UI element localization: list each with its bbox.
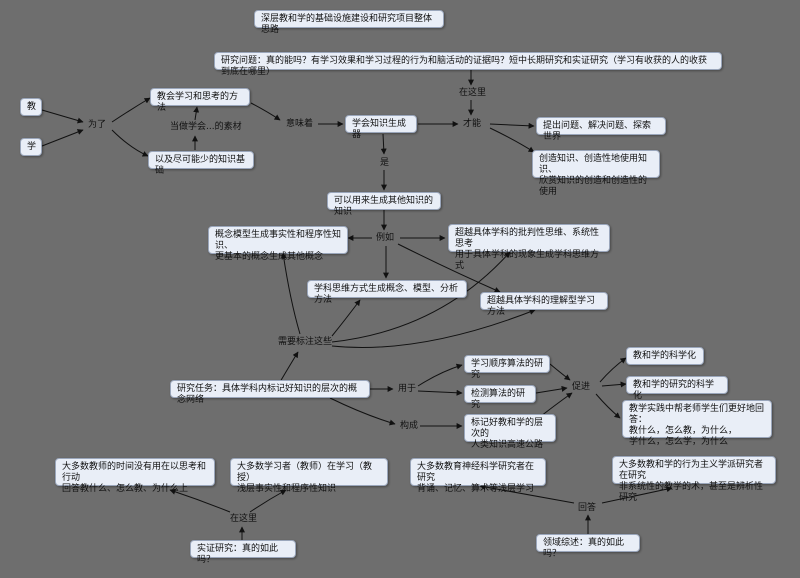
detection-algorithm-node[interactable]: 检测算法的研究 [464,385,536,410]
label-here-bottom: 在这里 [230,514,258,524]
discipline-thinking-node[interactable]: 学科思维方式生成概念、模型、分析方法 [307,280,467,305]
edge-task-goucheng [329,397,396,426]
edge-biaozhu-critical [331,251,511,343]
ask-questions-node[interactable]: 提出问题、解决问题、探索世界 [536,117,666,142]
marked-highway-node[interactable]: 标记好教和学的层次的 人类知识高速公路 [464,414,556,450]
label-can: 才能 [463,119,482,129]
edge-yongyu-detect [417,389,463,396]
edge-jiao-weile [41,109,84,124]
label-for-example: 例如 [376,233,395,243]
edge-generator-shi [380,133,387,155]
label-need-annotation: 需要标注这些 [278,337,333,347]
edge-sucai-methods [193,106,200,121]
edge-task-biaozhu [279,351,299,383]
edge-zaizheli-teachers [169,488,231,513]
research-task-node[interactable]: 研究任务：具体学科内标记好知识的层次的概念网络 [170,380,370,405]
practice-answer-node[interactable]: 教学实践中帮老师学生们更好地回答： 教什么，怎么教，为什么， 学什么，怎么学，为… [622,400,772,447]
edge-yongyu-sequence [417,363,463,387]
min-knowledge-node[interactable]: 以及尽可能少的知识基础 [148,151,254,176]
generate-other-knowledge-node[interactable]: 可以用来生成其他知识的知识 [327,192,441,217]
edge-detect-cujin [535,385,568,394]
label-is: 是 [380,158,390,168]
field-review-node[interactable]: 领域综述：真的如此吗？ [536,534,640,559]
edge-liru-understanding [397,243,501,293]
label-answer: 回答 [578,503,597,513]
empirical-research-node[interactable]: 实证研究：真的如此吗？ [190,540,296,565]
diagram-title: 深层教和学的基础设施建设和研究项目整体思路 [254,10,444,35]
edge-sequence-cujin [549,363,571,381]
label-means: 意味着 [286,119,314,129]
label-promotes: 促进 [572,382,591,392]
edge-caineng-ask [489,122,535,129]
teach-methods-node[interactable]: 教会学习和思考的方法 [150,88,250,113]
beyond-understanding-node[interactable]: 超越具体学科的理解型学习方法 [480,292,608,317]
beyond-critical-thinking-node[interactable]: 超越具体学科的批判性思维、系统性思考 用于具体学科的现象生成学科思维方式 [448,224,610,271]
science-of-teaching-node[interactable]: 教和学的科学化 [626,347,704,365]
learners-shallow-node[interactable]: 大多数学习者（教师）在学习（教授） 浅层事实性和程序性知识 [230,458,388,494]
edge-caineng-create [489,127,535,153]
label-here-top: 在这里 [459,88,487,98]
edge-cujin-research [601,381,627,388]
edge-zaizheli-learners [249,489,287,513]
label-as-material: 当做学会...的素材 [170,122,242,132]
edge-cujin-sci [599,357,627,383]
edge-methods-yiweizhe [250,102,281,121]
edge-huida-behavior [601,486,673,504]
sequence-algorithm-node[interactable]: 学习顺序算法的研究 [464,355,550,380]
label-constitutes: 构成 [400,421,419,431]
neuro-research-node[interactable]: 大多数教育神经科学研究者在研究 背诵、记忆、算术等浅层学习 [410,458,546,494]
science-of-research-node[interactable]: 教和学的研究的科学化 [626,376,728,401]
teachers-no-time-node[interactable]: 大多数教师的时间没有用在以思考和行动 回答教什么、怎么教、为什么上 [55,458,215,494]
edge-weile-methods [111,97,151,123]
behavior-research-node[interactable]: 大多数教和学的行为主义学派研究者在研究 非系统性的教学的术，甚至是辨析性研究 [612,456,776,503]
learn-node[interactable]: 学 [20,138,42,156]
teach-node[interactable]: 教 [20,98,42,116]
label-for: 为了 [88,120,107,130]
concept-model-node[interactable]: 概念模型生成事实性和程序性知识、 更基本的概念生成其他概念 [208,226,348,262]
edge-xue-weile [41,129,84,147]
edge-biaozhu-understanding [331,309,536,348]
edge-weile-minknowledge [111,129,149,157]
edge-biaozhu-discipline [331,299,361,337]
label-used-for: 用于 [398,384,417,394]
edge-biaozhu-concept [280,252,301,335]
edge-huida-neuro [479,484,575,504]
research-question-node[interactable]: 研究问题：真的能吗？有学习效果和学习过程的行为和脑活动的证据吗？短中长期研究和实… [214,52,722,77]
knowledge-generator-node[interactable]: 学会知识生成器 [345,115,417,140]
edge-cujin-practice [595,393,621,419]
create-knowledge-node[interactable]: 创造知识、创造性地使用知识、 欣赏知识的创造和创造性的使用 [532,150,660,197]
